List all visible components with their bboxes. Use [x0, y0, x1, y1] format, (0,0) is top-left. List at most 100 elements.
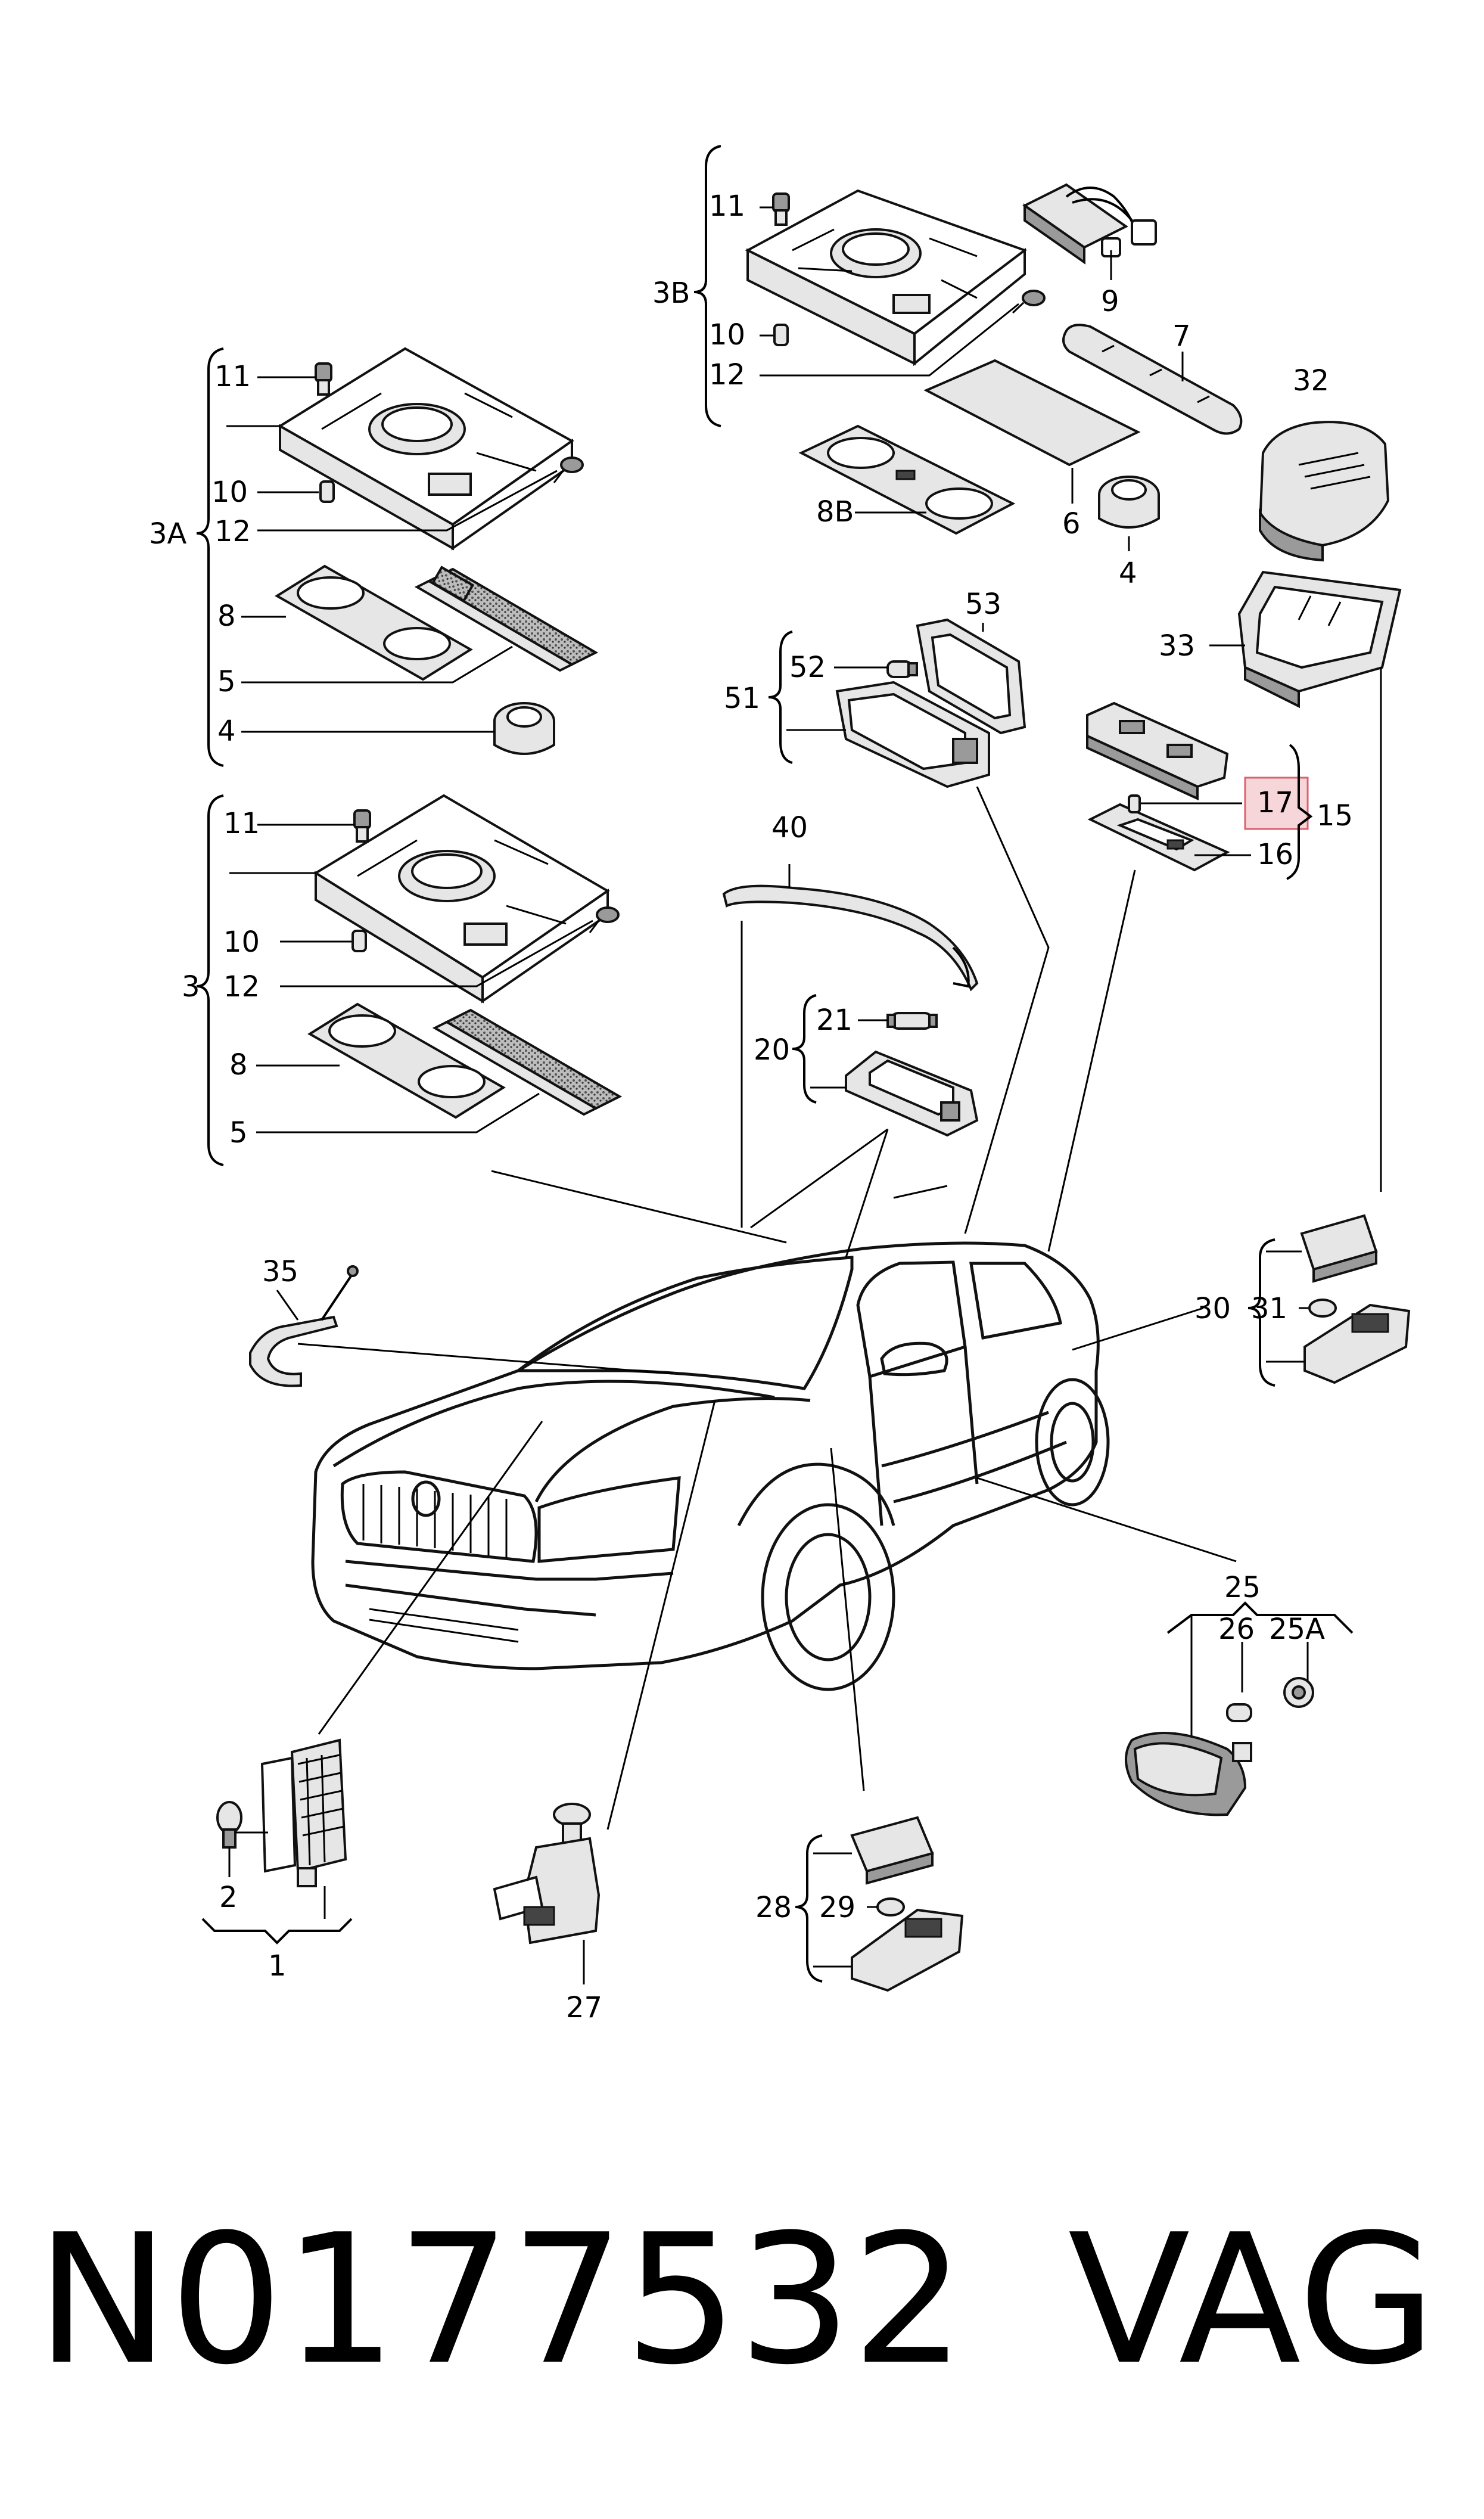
group-1: 2 1: [201, 1738, 353, 1983]
bulb-21: [886, 1012, 938, 1030]
lamp-housing-15: [1086, 701, 1229, 801]
label-8-c: 8: [229, 1048, 248, 1082]
group-33: 33: [1159, 570, 1402, 1192]
label-30: 30: [1194, 1292, 1231, 1325]
label-11-a: 11: [214, 360, 251, 393]
label-6: 6: [1062, 507, 1081, 541]
label-31: 31: [1251, 1292, 1287, 1325]
bulb-10-b: [773, 324, 789, 346]
group-51: 51 52 53: [724, 588, 1026, 788]
roof-console-3: [313, 794, 610, 1004]
switch-4-a: [493, 702, 555, 755]
label-35: 35: [262, 1255, 298, 1288]
bulb-31: [1308, 1299, 1337, 1318]
label-4-a: 4: [217, 715, 236, 748]
group-3a: 3A 11 10 12: [149, 347, 599, 767]
label-9: 9: [1101, 285, 1119, 318]
car-body: [311, 1241, 1110, 1691]
lens-16: [1087, 803, 1230, 872]
label-12-b: 12: [709, 358, 745, 392]
label-1: 1: [268, 1949, 287, 1983]
label-26: 26: [1218, 1613, 1255, 1646]
label-8-a: 8: [217, 600, 236, 633]
label-8b: 8B: [816, 495, 854, 529]
bulb-29: [876, 1897, 905, 1917]
brand-name: VAG: [1068, 2196, 1436, 2404]
label-10-c: 10: [223, 925, 260, 959]
label-29: 29: [819, 1891, 855, 1924]
bulb-10-a: [319, 480, 335, 503]
bulb-26: [1226, 1703, 1252, 1722]
label-5-a: 5: [217, 665, 236, 698]
switch-27: [493, 1803, 601, 1945]
label-3b: 3B: [652, 277, 690, 310]
trim-strip-7: [1062, 324, 1243, 435]
lamp-28: [851, 1908, 964, 1992]
label-10-a: 10: [211, 476, 248, 509]
lamp-housing-20: [845, 1050, 979, 1137]
group-20: 20 21: [754, 994, 979, 1137]
label-11-c: 11: [223, 807, 260, 840]
label-12-c: 12: [223, 970, 260, 1004]
group-25: 25 26 25A: [1125, 1571, 1354, 1816]
frame-53: [916, 618, 1026, 735]
label-21: 21: [816, 1004, 853, 1037]
label-12-a: 12: [214, 515, 251, 548]
bulb-10-c: [351, 930, 367, 952]
label-3a: 3A: [149, 517, 187, 551]
roof-console-3b: [745, 189, 1028, 366]
reading-lamp-housing: [835, 681, 990, 788]
cable-35: [249, 1265, 359, 1387]
group-27: 27: [493, 1803, 602, 2024]
group-28: 28 29: [755, 1816, 964, 1992]
group-3b: 3B 11 10 12: [652, 145, 1390, 590]
clip-25a: [1283, 1677, 1314, 1708]
label-5-c: 5: [229, 1116, 248, 1150]
label-25a: 25A: [1269, 1613, 1325, 1646]
seal-40: [722, 884, 979, 992]
bulb-2: [216, 1801, 242, 1849]
label-4-b: 4: [1119, 557, 1137, 590]
label-17: 17: [1257, 786, 1293, 819]
bulb-52: [886, 660, 918, 678]
screw-12-c: [589, 906, 620, 933]
clip-11-c: [353, 809, 371, 843]
leader-lines: [297, 786, 1237, 1830]
lens-panel-8b: [798, 424, 1016, 535]
label-16: 16: [1257, 838, 1293, 871]
label-11-b: 11: [709, 190, 745, 223]
lens-panel-8-a: [275, 564, 473, 681]
switch-4-b: [1098, 476, 1160, 529]
roof-console-3a: [278, 347, 574, 551]
label-20: 20: [754, 1033, 790, 1067]
label-10-b: 10: [709, 318, 745, 352]
label-2: 2: [219, 1881, 238, 1914]
clip-11-b: [772, 192, 790, 226]
lamp-25: [1125, 1732, 1252, 1816]
part-number: N0177532: [36, 2196, 966, 2404]
foil-panel-5-a: [414, 566, 599, 672]
label-53: 53: [965, 588, 1001, 621]
label-3: 3: [182, 970, 200, 1004]
label-40: 40: [771, 811, 808, 844]
foil-panel-5-c: [432, 1008, 623, 1116]
label-51: 51: [724, 682, 760, 715]
connector-28: [850, 1816, 934, 1885]
label-27: 27: [566, 1991, 602, 2024]
group-30: 30 31: [1194, 1214, 1411, 1387]
label-32: 32: [1293, 364, 1329, 397]
group-3: 3 11 10 12: [182, 794, 623, 1166]
label-15: 15: [1317, 799, 1353, 833]
module-33: [1237, 570, 1402, 709]
label-33: 33: [1159, 629, 1195, 663]
clip-11-a: [315, 362, 332, 396]
module-32: [1258, 421, 1390, 562]
connector-30: [1300, 1214, 1378, 1283]
bulb-17: [1128, 794, 1141, 813]
label-25: 25: [1224, 1571, 1261, 1604]
highlight-17: [1244, 776, 1309, 830]
lamp-30: [1303, 1303, 1411, 1384]
plate-6: [923, 359, 1141, 467]
screw-12-b: [1012, 290, 1046, 314]
